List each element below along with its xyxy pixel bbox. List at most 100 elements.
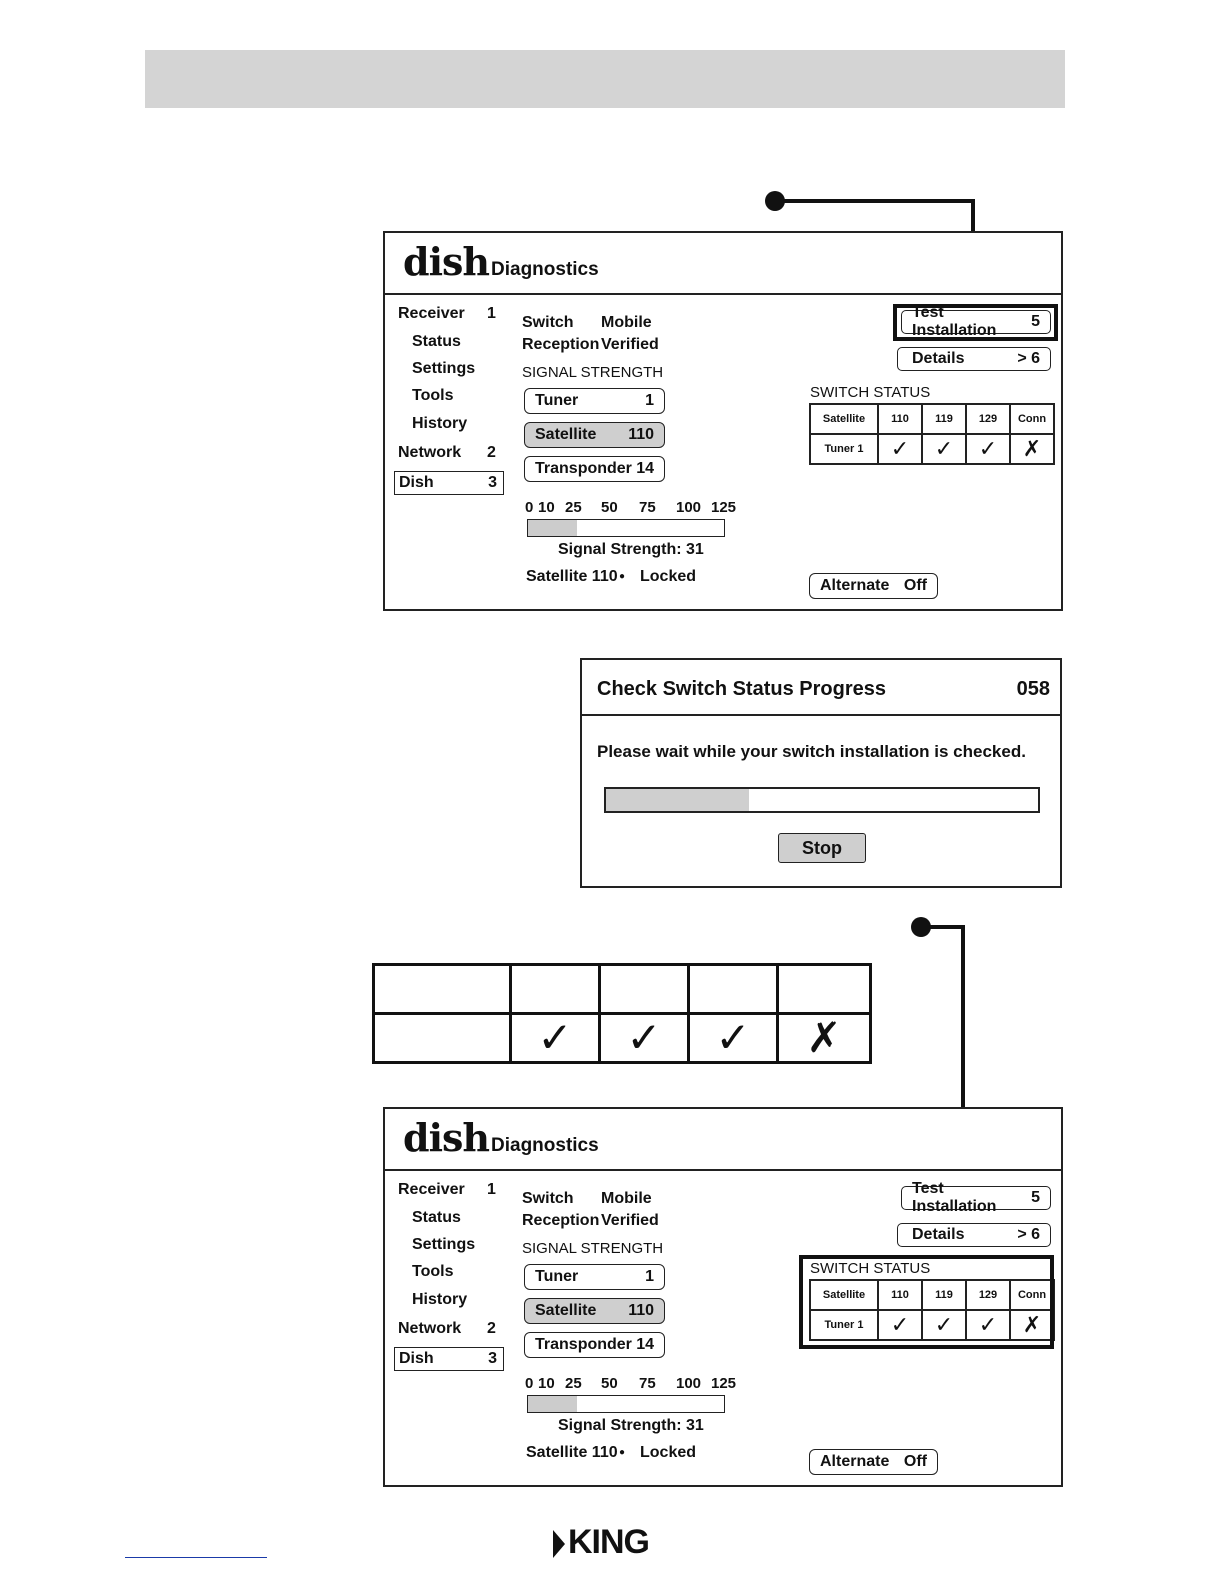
nav-item-network[interactable]: Network — [398, 444, 462, 461]
check-mark-icon: ✓ — [978, 1312, 998, 1337]
nav-item-status[interactable]: Status — [412, 333, 461, 350]
switch-status-row: Tuner 1✓✓✓✗ — [809, 1309, 1055, 1341]
satellite-locked-text: Locked — [640, 1444, 697, 1461]
footer-link-underline — [125, 1557, 267, 1558]
details-label: Details — [912, 1226, 965, 1243]
switch-status-mark-cell: ✓ — [877, 433, 923, 465]
switch-status-header-cell: Satellite — [809, 403, 879, 435]
large-table-cell — [598, 963, 690, 1015]
switch-status-mark-cell: ✓ — [877, 1309, 923, 1341]
dialog-message: Please wait while your switch installati… — [597, 742, 1026, 761]
nav-item-dish-selected[interactable]: Dish 3 — [394, 1347, 504, 1371]
highlight-box-switch-status — [799, 1255, 1054, 1349]
switch-status-header-cell: 129 — [965, 1279, 1011, 1311]
highlight-box-test-installation — [893, 304, 1058, 341]
satellite-label: Satellite — [535, 426, 597, 443]
satellite-button[interactable]: Satellite 110 — [524, 1298, 665, 1324]
check-mark-icon: ✓ — [934, 436, 954, 461]
progress-bar — [604, 787, 1040, 813]
details-number: > 6 — [1017, 350, 1040, 367]
satellite-button[interactable]: Satellite 110 — [524, 422, 665, 448]
scale-tick-label: 100 — [676, 499, 702, 516]
nav-item-tools[interactable]: Tools — [412, 387, 454, 404]
large-table-mark-row: ✓ ✓ ✓ ✗ — [372, 1012, 872, 1064]
nav-item-number: 1 — [487, 1181, 496, 1198]
large-table-cell — [776, 963, 872, 1015]
dialog-title: Check Switch Status Progress — [597, 678, 886, 700]
scale-tick-label: 25 — [565, 1375, 582, 1392]
page-header-bar — [145, 50, 1065, 108]
details-button[interactable]: Details> 6 — [897, 1223, 1051, 1247]
switch-value: Mobile — [601, 314, 652, 331]
signal-strength-bar — [527, 1395, 725, 1413]
nav-item-number: 3 — [488, 1350, 497, 1367]
king-logo-arrow-icon — [553, 1530, 565, 1558]
large-table-cell — [372, 1012, 512, 1064]
details-label: Details — [912, 350, 965, 367]
switch-status-mark-cell: ✗ — [1009, 433, 1055, 465]
screen-title: Diagnostics — [491, 1135, 599, 1156]
switch-status-heading: SWITCH STATUS — [810, 1260, 931, 1277]
nav-item-network[interactable]: Network — [398, 1320, 462, 1337]
satellite-value: 110 — [628, 1302, 654, 1319]
nav-item-settings[interactable]: Settings — [412, 1236, 476, 1253]
stop-button[interactable]: Stop — [778, 833, 866, 863]
large-switch-status-table: ✓ ✓ ✓ ✗ — [372, 963, 872, 1064]
switch-status-header-cell: Conn — [1009, 1279, 1055, 1311]
switch-status-header-cell: 119 — [921, 1279, 967, 1311]
nav-item-receiver[interactable]: Receiver — [398, 305, 465, 322]
dialog-header: Check Switch Status Progress 058 — [582, 660, 1060, 716]
nav-item-settings[interactable]: Settings — [412, 360, 476, 377]
nav-item-status[interactable]: Status — [412, 1209, 461, 1226]
switch-status-mark-cell: ✓ — [965, 1309, 1011, 1341]
alternate-label: Alternate — [820, 1453, 890, 1470]
reception-value: Verified — [601, 1212, 659, 1229]
nav-item-number: 2 — [487, 444, 496, 461]
locked-bullet-icon: ● — [619, 571, 626, 582]
test-installation-label: Test Installation — [912, 304, 997, 339]
tuner-label: Tuner — [535, 392, 579, 409]
switch-status-header-cell: 110 — [877, 403, 923, 435]
nav-item-tools[interactable]: Tools — [412, 1263, 454, 1280]
check-mark-icon: ✓ — [890, 436, 910, 461]
details-button[interactable]: Details > 6 — [897, 347, 1051, 371]
switch-status-mark-cell: ✓ — [965, 433, 1011, 465]
nav-item-number: 1 — [487, 305, 496, 322]
nav-item-number: 3 — [488, 474, 497, 491]
switch-status-row-label: Tuner 1 — [809, 433, 879, 465]
switch-status-header-cell: 119 — [921, 403, 967, 435]
check-mark-icon: ✓ — [537, 1014, 573, 1061]
satellite-label: Satellite — [535, 1302, 597, 1319]
large-table-check-cell: ✓ — [598, 1012, 690, 1064]
large-table-check-cell: ✓ — [509, 1012, 601, 1064]
nav-item-label: Dish — [399, 1350, 434, 1367]
screen-title: Diagnostics — [491, 259, 599, 280]
large-table-cell — [687, 963, 779, 1015]
nav-item-history[interactable]: History — [412, 1291, 468, 1308]
large-table-cell — [372, 963, 512, 1015]
reception-label: Reception — [522, 1212, 600, 1229]
satellite-value: 110 — [628, 426, 654, 443]
large-table-check-cell: ✗ — [776, 1012, 872, 1064]
nav-item-history[interactable]: History — [412, 415, 468, 432]
check-mark-icon: ✓ — [978, 436, 998, 461]
scale-tick-label: 50 — [601, 499, 618, 516]
nav-item-receiver[interactable]: Receiver — [398, 1181, 465, 1198]
scale-tick-label: 125 — [711, 1375, 737, 1392]
scale-tick-label: 10 — [538, 499, 555, 516]
